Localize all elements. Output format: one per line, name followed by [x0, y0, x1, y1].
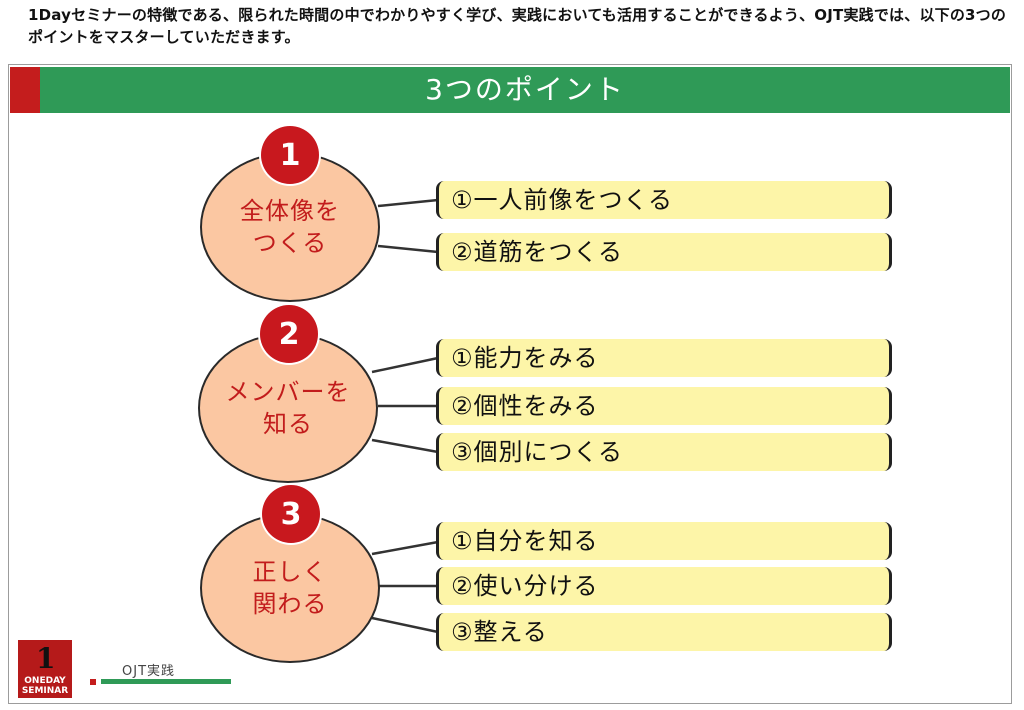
point-2-item-1: ①能力をみる	[436, 339, 892, 377]
connector-line	[377, 198, 439, 208]
header-bar	[10, 67, 1010, 113]
point-2-item-3: ③個別につくる	[436, 433, 892, 471]
connector-line	[371, 616, 439, 634]
point-3-badge: 3	[262, 485, 320, 543]
panel-title: 3つのポイント	[425, 73, 625, 106]
connector-line	[371, 438, 439, 454]
point-3-item-2: ②使い分ける	[436, 567, 892, 605]
point-1-item-2: ②道筋をつくる	[436, 233, 892, 271]
point-2-title: メンバーを 知る	[226, 376, 351, 440]
logo-caption: ONEDAY SEMINAR	[21, 676, 69, 696]
point-3-title: 正しく 関わる	[253, 556, 328, 620]
connector-line	[371, 540, 439, 556]
point-3-item-3: ③整える	[436, 613, 892, 651]
point-1-circle: 全体像を つくる	[200, 152, 380, 302]
point-title-line: メンバーを	[225, 378, 351, 406]
point-title-line: 正しく	[252, 558, 328, 586]
connector-line	[371, 356, 439, 374]
point-2-badge: 2	[260, 305, 318, 363]
point-title-line: 全体像を	[240, 197, 340, 225]
connector-line	[377, 244, 439, 254]
footer-label: OJT実践	[122, 664, 176, 679]
point-1-badge: 1	[261, 126, 319, 184]
intro-text: 1Dayセミナーの特徴である、限られた時間の中でわかりやすく学び、実践においても…	[28, 6, 1007, 46]
footer-green-line	[101, 679, 231, 684]
header-accent	[10, 67, 40, 113]
logo-numeral: 1	[36, 642, 56, 675]
point-1-item-1: ①一人前像をつくる	[436, 181, 892, 219]
point-title-line: つくる	[252, 229, 328, 257]
point-1-title: 全体像を つくる	[240, 195, 340, 259]
oneday-seminar-logo: 1 ONEDAY SEMINAR	[18, 640, 72, 698]
point-title-line: 知る	[263, 410, 313, 438]
point-3-item-1: ①自分を知る	[436, 522, 892, 560]
point-title-line: 関わる	[252, 590, 328, 618]
footer-red-square	[90, 679, 96, 685]
point-2-circle: メンバーを 知る	[198, 333, 378, 483]
point-2-item-2: ②個性をみる	[436, 387, 892, 425]
